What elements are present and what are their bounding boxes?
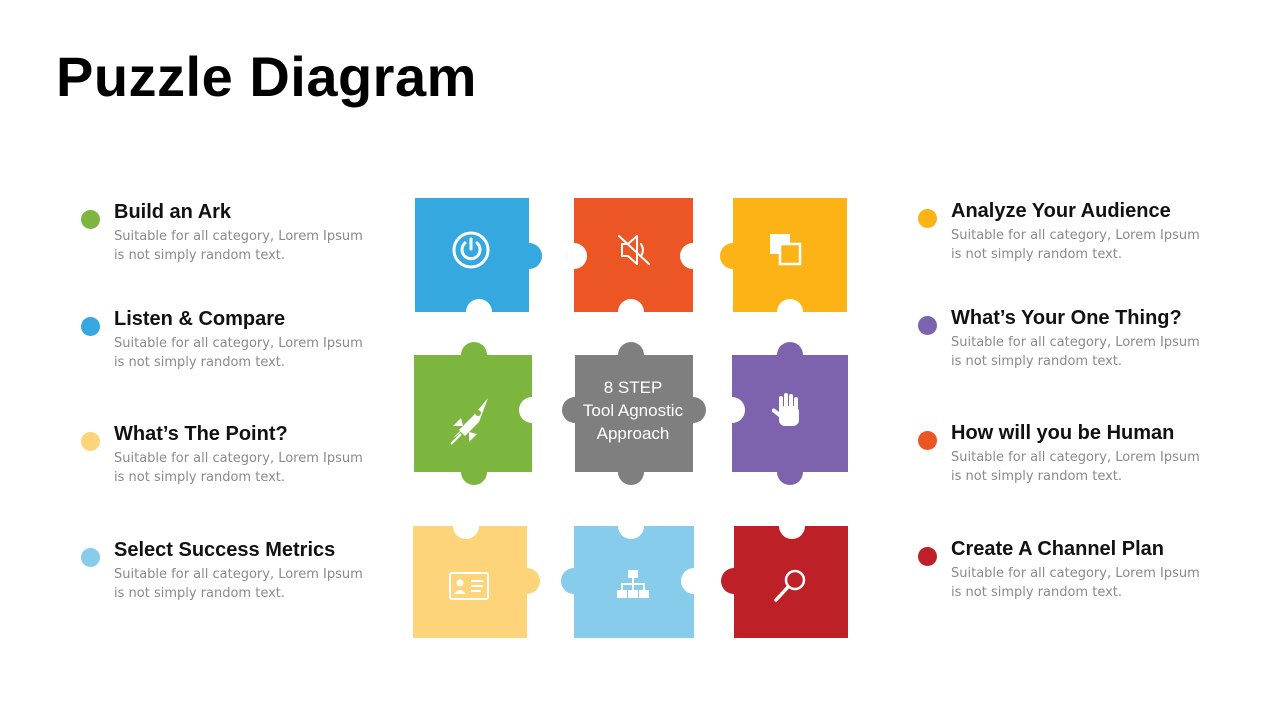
bullet-dot xyxy=(918,547,937,566)
item-description: Suitable for all category, Lorem Ipsum i… xyxy=(951,450,1200,484)
center-label-line-1: 8 STEP xyxy=(603,378,663,397)
puzzle-piece-magnifier-shape xyxy=(721,526,848,638)
item-title: Select Success Metrics xyxy=(114,539,336,561)
bullet-dot xyxy=(918,316,937,335)
item-title: What’s The Point? xyxy=(114,423,288,445)
puzzle-diagram xyxy=(413,198,848,638)
item-title: Listen & Compare xyxy=(114,308,286,330)
item-description: Suitable for all category, Lorem Ipsum i… xyxy=(114,336,363,370)
puzzle-piece-sitemap-shape xyxy=(561,526,694,638)
item-description: Suitable for all category, Lorem Ipsum i… xyxy=(951,228,1200,262)
puzzle-piece-mute-shape xyxy=(574,198,693,312)
sitemap-icon xyxy=(617,570,649,598)
puzzle-piece-power xyxy=(415,198,542,312)
hand-icon xyxy=(771,393,799,426)
puzzle-piece-hand xyxy=(732,342,848,485)
power-icon xyxy=(452,231,490,269)
overlap-squares-icon xyxy=(770,234,802,266)
puzzle-piece-mute xyxy=(574,198,693,312)
item-description: Suitable for all category, Lorem Ipsum i… xyxy=(114,567,363,601)
item-title: What’s Your One Thing? xyxy=(951,307,1182,329)
bullet-dot xyxy=(918,209,937,228)
puzzle-piece-center xyxy=(562,342,706,485)
bullet-dot xyxy=(81,317,100,336)
speaker-mute-icon xyxy=(618,235,650,265)
puzzle-piece-sitemap xyxy=(561,526,694,638)
center-label: 8 STEP Tool Agnostic Approach xyxy=(566,376,700,445)
bullet-dot xyxy=(918,431,937,450)
item-description: Suitable for all category, Lorem Ipsum i… xyxy=(951,335,1200,369)
id-card-icon xyxy=(449,572,489,600)
page-title: Puzzle Diagram xyxy=(56,45,477,108)
item-description: Suitable for all category, Lorem Ipsum i… xyxy=(114,451,363,485)
item-description: Suitable for all category, Lorem Ipsum i… xyxy=(114,229,363,263)
puzzle-piece-id-card xyxy=(413,526,540,638)
item-title: Analyze Your Audience xyxy=(951,200,1171,222)
bullet-dot xyxy=(81,432,100,451)
bullet-dot xyxy=(81,548,100,567)
puzzle-piece-magnifier xyxy=(721,526,848,638)
bullet-dot xyxy=(81,210,100,229)
item-title: Build an Ark xyxy=(114,201,232,223)
item-description: Suitable for all category, Lorem Ipsum i… xyxy=(951,566,1200,600)
center-label-line-3: Approach xyxy=(596,424,670,443)
magnifier-icon xyxy=(774,569,806,602)
rocket-icon xyxy=(450,398,488,445)
center-label-line-2: Tool Agnostic xyxy=(582,401,684,420)
item-title: Create A Channel Plan xyxy=(951,538,1165,560)
item-title: How will you be Human xyxy=(951,422,1175,444)
puzzle-piece-layers xyxy=(720,198,847,312)
puzzle-piece-center-shape xyxy=(562,342,706,485)
puzzle-piece-rocket xyxy=(414,342,532,485)
puzzle-piece-rocket-shape xyxy=(414,342,532,485)
